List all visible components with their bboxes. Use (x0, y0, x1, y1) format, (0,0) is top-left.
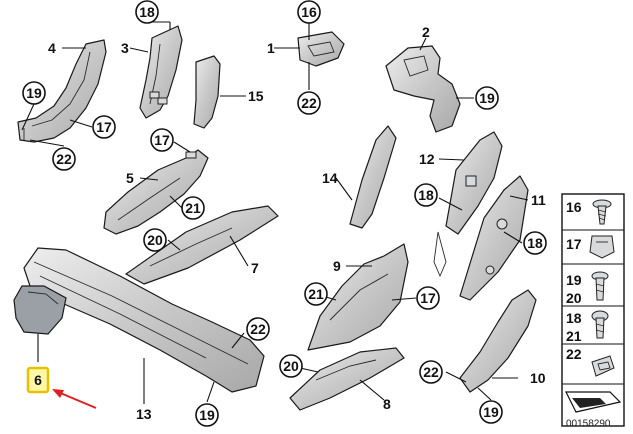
label-part-8: 8 (383, 396, 391, 412)
fastener-panel-border (561, 193, 625, 427)
callout[interactable]: 18 (135, 0, 159, 24)
label-part-2: 2 (422, 24, 430, 40)
label-part-11: 11 (531, 192, 546, 208)
svg-text:18: 18 (139, 4, 155, 20)
svg-text:17: 17 (420, 290, 436, 306)
part-9-trim[interactable] (307, 243, 409, 351)
screw-icon (592, 199, 612, 225)
fastener-label: 18 (566, 310, 582, 326)
svg-text:19: 19 (483, 404, 499, 420)
part-15-trim[interactable] (193, 55, 221, 129)
label-part-13: 13 (136, 406, 152, 422)
svg-text:18: 18 (527, 235, 543, 251)
callout[interactable]: 19 (195, 403, 219, 427)
part-6-endcap[interactable] (13, 285, 67, 335)
part-8-trim[interactable] (289, 347, 405, 411)
part-4-trim[interactable] (17, 39, 107, 143)
fastener-label: 21 (566, 328, 582, 344)
clip-icon (157, 97, 168, 105)
svg-text:18: 18 (418, 187, 434, 203)
screw-icon (591, 310, 609, 339)
label-part-15: 15 (248, 88, 264, 104)
label-part-9: 9 (333, 258, 341, 274)
callout[interactable]: 18 (523, 231, 547, 255)
svg-text:16: 16 (301, 4, 317, 20)
callout[interactable]: 19 (475, 86, 499, 110)
callout[interactable]: 22 (419, 360, 443, 384)
part-1-handle[interactable] (297, 31, 345, 67)
svg-text:21: 21 (185, 200, 201, 216)
svg-text:19: 19 (26, 85, 42, 101)
part-7-trim[interactable] (125, 205, 279, 285)
label-part-1: 1 (267, 40, 275, 56)
red-arrow-icon (52, 389, 97, 409)
label-part-6: 6 (34, 372, 42, 388)
svg-text:22: 22 (56, 151, 72, 167)
fastener-label: 19 (566, 272, 582, 288)
callout[interactable]: 21 (181, 196, 205, 220)
svg-text:22: 22 (423, 364, 439, 380)
clip-icon (485, 265, 495, 275)
fastener-label: 17 (566, 236, 582, 252)
label-part-4: 4 (48, 40, 56, 56)
svg-text:22: 22 (301, 95, 317, 111)
svg-text:20: 20 (147, 232, 163, 248)
callout[interactable]: 19 (22, 81, 46, 105)
label-part-14: 14 (322, 170, 338, 186)
diagram-code: 00158290 (566, 419, 611, 430)
clip-icon (185, 151, 197, 159)
svg-text:19: 19 (479, 90, 495, 106)
callout[interactable]: 22 (297, 91, 321, 115)
svg-text:22: 22 (250, 321, 266, 337)
screw-icon (591, 271, 609, 301)
clip-icon (465, 175, 477, 187)
part-13-sill[interactable] (23, 247, 265, 393)
fastener-panel: 16 17 19 20 18 21 22 (561, 193, 625, 427)
callout[interactable]: 22 (246, 317, 270, 341)
clip-icon (496, 218, 508, 230)
svg-text:17: 17 (154, 132, 170, 148)
svg-text:21: 21 (308, 286, 324, 302)
svg-text:17: 17 (96, 119, 112, 135)
diagram-code-icon (565, 391, 622, 413)
part-10-trim[interactable] (459, 289, 537, 393)
part-5-trim[interactable] (103, 149, 209, 235)
callout[interactable]: 20 (279, 354, 303, 378)
part-14-pillar[interactable] (349, 125, 397, 229)
fastener-label: 20 (566, 290, 582, 306)
label-part-7: 7 (251, 260, 259, 276)
leader-lines (21, 21, 529, 404)
callout[interactable]: 20 (143, 228, 167, 252)
callout[interactable]: 17 (92, 115, 116, 139)
label-part-5: 5 (126, 170, 134, 186)
callout[interactable]: 18 (414, 183, 438, 207)
fastener-label: 16 (566, 199, 582, 215)
clip-icon (589, 235, 615, 259)
callout[interactable]: 16 (297, 0, 321, 24)
highlight-box (26, 366, 50, 394)
part-2-handle[interactable] (385, 45, 461, 133)
label-part-10: 10 (530, 370, 546, 386)
callout[interactable]: 19 (479, 400, 503, 424)
label-part-12: 12 (419, 151, 435, 167)
nut-icon (591, 355, 615, 377)
svg-text:19: 19 (199, 407, 215, 423)
part-3-trim[interactable] (139, 25, 183, 119)
callout[interactable]: 17 (150, 128, 174, 152)
highlighted-part-6[interactable]: 6 (26, 366, 50, 394)
part-11-trim[interactable] (459, 175, 529, 301)
fastener-label: 22 (566, 346, 582, 362)
callout[interactable]: 21 (304, 282, 328, 306)
svg-text:20: 20 (283, 358, 299, 374)
clip-icon (149, 91, 160, 99)
label-part-3: 3 (121, 40, 129, 56)
callout[interactable]: 22 (52, 147, 76, 171)
callout[interactable]: 17 (416, 286, 440, 310)
